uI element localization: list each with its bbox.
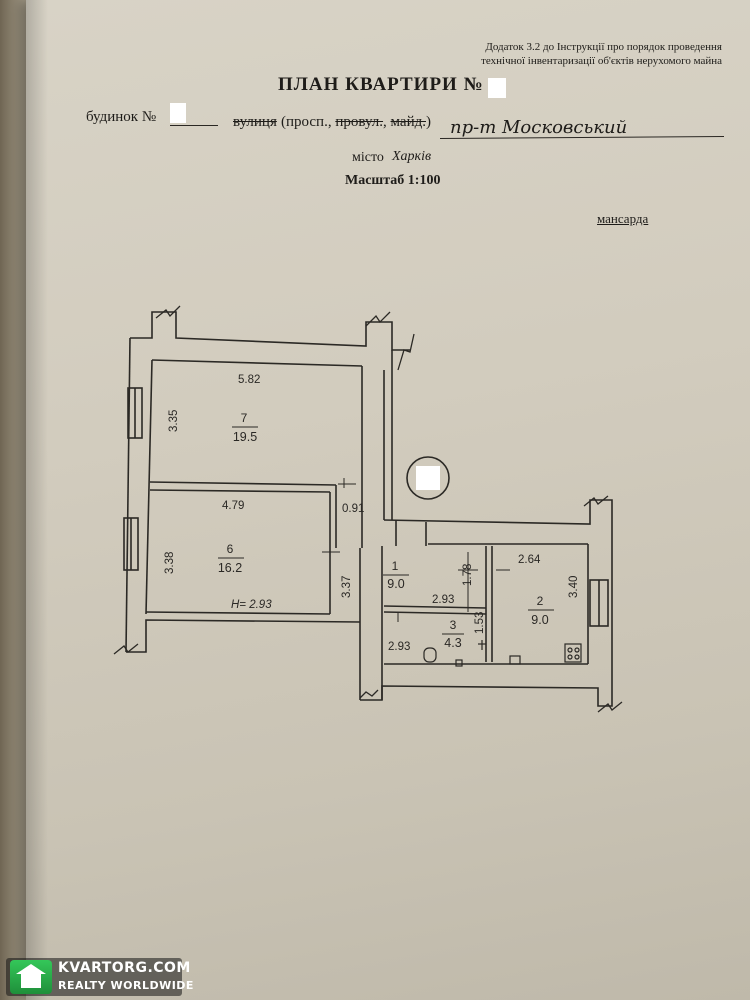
west-inner-wall [145,359,153,615]
reference-note: Додаток 3.2 до Інструкції про порядок пр… [440,40,722,68]
room6-area: 16.2 [218,561,242,575]
appliance-icon [509,655,521,665]
street-value: пр-т Московський [450,117,628,138]
page-fold-shadow [26,0,48,1000]
street-types-label: (просп., провул., майд.) [281,114,431,130]
dimension-lines [322,478,510,622]
room7-area: 19.5 [233,430,257,444]
dim-room7-width: 5.82 [238,374,260,386]
house-label: будинок № [86,109,157,125]
dim-hall-depth: 3.37 [341,576,353,598]
partition-hall-bath-b [383,611,487,615]
scale-label: Масштаб 1:100 [345,173,441,188]
stamp-circle [406,456,450,500]
city-label: місто [352,150,384,165]
room1-number: 1 [392,559,399,573]
dim-hall-gap: 0.91 [342,503,364,515]
room6-bottom-outer [126,619,361,653]
city-value: Харків [392,149,432,164]
fixtures [423,640,582,667]
street-types-square: майд. [390,114,426,130]
dim-room7-depth: 3.35 [168,410,180,432]
room3-area: 4.3 [444,636,461,650]
inner-wall-top [151,359,363,367]
dim-bath-depth: 1.53 [474,612,486,634]
room7-room6-partition-top [149,481,337,486]
partition-hall-bath [383,605,487,609]
room7-room6-partition-bottom [149,489,331,493]
floor-label: мансарда [597,211,649,226]
reference-line-1: Додаток 3.2 до Інструкції про порядок пр… [485,41,722,53]
watermark-roof-icon [16,964,46,974]
small-fixture [455,659,463,667]
bottom-outer-wall [360,668,613,707]
dim-hall-width: 2.93 [432,594,454,606]
room3-number: 3 [450,618,457,632]
redacted-stamp [416,466,440,490]
sink-icon [423,647,437,663]
dim-room2-depth: 3.40 [568,576,580,598]
street-types-lane: провул. [335,114,384,130]
redacted-apartment-number [488,78,506,98]
west-outer-wall [125,337,131,653]
street-types-prosp: (просп., [281,114,336,130]
watermark-tagline: REALTY WORLDWIDE [58,979,194,992]
watermark-house-body [21,974,41,988]
plan-walls [123,311,613,707]
stove-icon [564,643,582,663]
room1-area: 9.0 [387,577,404,591]
redacted-house-number [170,103,186,123]
outer-wall-top-left [130,311,410,351]
room6-bottom-inner [145,611,331,615]
watermark-brand: KVARTORG.COM [58,960,191,976]
break-marks [113,305,623,713]
ceiling-height: H= 2.93 [231,599,272,611]
room7-number: 7 [241,411,248,425]
street-label: вулиця [233,114,277,130]
dim-room6-depth: 3.38 [164,552,176,574]
dim-bath-width: 2.93 [388,641,410,653]
room2-area: 9.0 [531,613,548,627]
dim-room2-width: 2.64 [518,554,541,566]
room2-number: 2 [537,594,544,608]
hall-top-wall [383,499,613,668]
dim-hall-len: 1.78 [462,564,474,586]
room6-number: 6 [227,542,234,556]
dim-room6-width: 4.79 [222,500,244,512]
reference-line-2: технічної інвентаризації об'єктів нерухо… [481,55,722,67]
document-page [26,0,750,1000]
document-title: ПЛАН КВАРТИРИ № [278,74,484,95]
house-number-underline [170,125,218,126]
